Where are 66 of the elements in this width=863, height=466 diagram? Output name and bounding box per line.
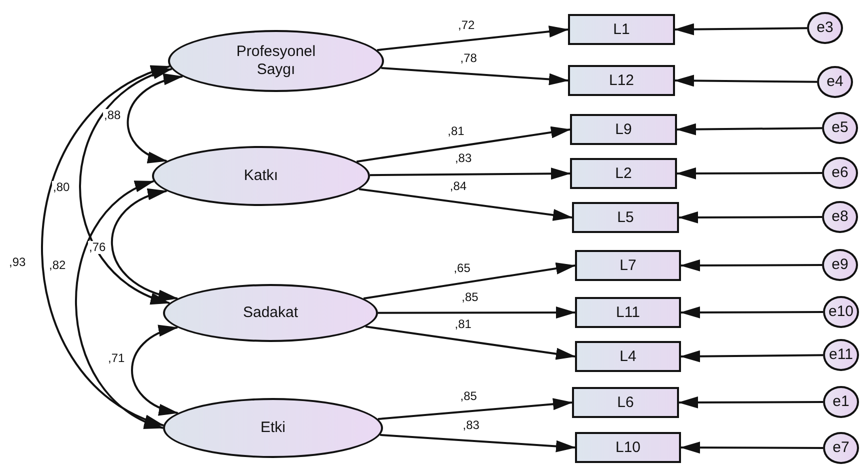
arrow — [678, 396, 823, 408]
error-term-circle: e1 — [823, 386, 859, 418]
error-term-circle: e4 — [817, 66, 853, 98]
covariance-arrow — [41, 65, 171, 426]
error-term-circle: e10 — [823, 296, 859, 328]
edge-label: ,83 — [454, 152, 473, 166]
edge-label: ,88 — [103, 109, 122, 122]
covariance-arrow — [131, 326, 179, 414]
edge-label: ,82 — [48, 259, 67, 272]
observed-variable-box: L6 — [572, 387, 679, 418]
arrow — [680, 259, 822, 272]
arrow — [674, 74, 818, 87]
error-term-circle: e5 — [822, 112, 858, 144]
latent-variable-ellipse: Profesyonel Saygı — [168, 30, 384, 92]
edge-label: ,76 — [88, 241, 107, 254]
edge-label: ,81 — [446, 125, 466, 138]
observed-variable-box: L10 — [575, 432, 681, 463]
arrow — [680, 306, 823, 318]
edge-label: ,85 — [460, 290, 480, 304]
covariance-arrow — [75, 180, 164, 429]
arrow — [680, 350, 824, 362]
edge-label: ,84 — [448, 180, 468, 193]
observed-variable-box: L12 — [568, 65, 675, 96]
arrow — [676, 123, 822, 136]
arrow — [678, 211, 822, 224]
arrow — [676, 167, 822, 180]
error-term-circle: e6 — [822, 157, 858, 189]
arrow — [680, 442, 823, 454]
observed-variable-box: L5 — [572, 202, 679, 233]
arrow — [674, 23, 808, 36]
latent-variable-ellipse: Katkı — [152, 146, 370, 206]
observed-variable-box: L9 — [570, 114, 677, 145]
covariance-arrow — [111, 190, 178, 300]
arrow — [381, 67, 569, 86]
edge-label: ,71 — [107, 352, 126, 365]
arrow — [356, 126, 571, 163]
arrow — [365, 326, 576, 360]
error-term-circle: e11 — [823, 339, 859, 371]
error-term-circle: e9 — [822, 249, 858, 281]
covariance-arrow — [127, 74, 184, 162]
observed-variable-box: L11 — [575, 297, 681, 328]
observed-variable-box: L7 — [575, 250, 681, 281]
edge-label: ,80 — [52, 181, 71, 194]
arrow — [358, 188, 573, 221]
arrow — [380, 434, 576, 452]
edge-label: ,78 — [459, 52, 478, 65]
arrow — [370, 168, 571, 180]
error-term-circle: e7 — [823, 432, 859, 464]
latent-variable-ellipse: Etki — [163, 398, 383, 458]
edge-label: ,81 — [454, 318, 472, 332]
edge-label: ,93 — [8, 256, 27, 269]
arrow — [378, 398, 573, 420]
edge-label: ,83 — [462, 418, 480, 432]
arrow — [376, 26, 569, 52]
error-term-circle: e8 — [822, 201, 858, 233]
arrow — [378, 306, 576, 319]
error-term-circle: e3 — [807, 12, 843, 44]
observed-variable-box: L2 — [570, 158, 677, 189]
observed-variable-box: L4 — [575, 341, 681, 372]
observed-variable-box: L1 — [568, 14, 675, 45]
edge-label: ,72 — [457, 18, 476, 32]
latent-variable-ellipse: Sadakat — [163, 284, 378, 342]
arrow — [363, 262, 576, 300]
covariance-arrow — [79, 68, 173, 304]
edge-label: ,85 — [459, 390, 478, 403]
edge-label: ,65 — [452, 262, 472, 275]
